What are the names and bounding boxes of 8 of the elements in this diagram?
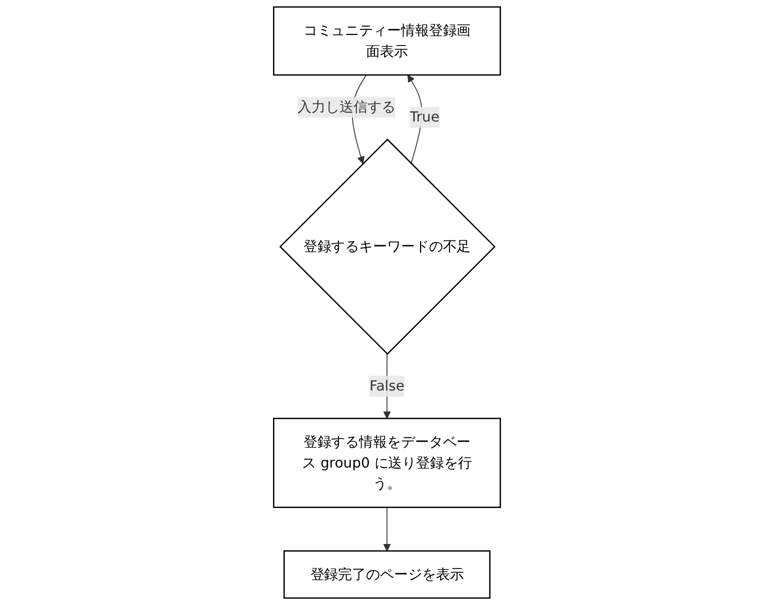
node-diamond: 登録するキーワードの不足 [279,138,496,355]
edge-label: False [369,377,405,394]
node-box: コミュニティー情報登録画面表示 [273,6,501,76]
edge-label: True [410,108,440,126]
node-box: 登録完了のページを表示 [283,550,491,599]
edge-label: 入力し送信する [298,98,396,116]
node-box: 登録する情報をデータベース group0 に送り登録を行う。 [273,418,501,508]
arrow [383,506,391,552]
